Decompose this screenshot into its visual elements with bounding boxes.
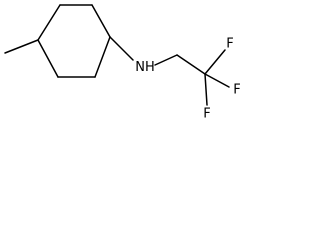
ring-bond-3 [94, 36, 111, 78]
fluorine-label-2: F [233, 83, 240, 98]
carbon-nitrogen-bond [109, 36, 134, 61]
carbon-fluorine-bond-3 [204, 73, 208, 106]
fluorine-label-3: F [203, 107, 210, 122]
nitrogen-hydrogen: H [145, 60, 155, 75]
ring-bond-6 [37, 4, 61, 41]
nitrogen-label: NH [135, 60, 155, 75]
carbon-fluorine-bond-1 [204, 49, 226, 75]
cyclohexane-ring [37, 4, 111, 78]
methyl-bond [4, 39, 39, 54]
methylene-cf3-bond [176, 54, 206, 75]
fluorine-label-1: F [226, 37, 233, 52]
carbon-fluorine-bond-2 [204, 73, 230, 88]
nitrogen-methylene-bond [154, 54, 178, 66]
ring-bond-5 [37, 39, 59, 78]
chemical-structure: NH F F F [4, 4, 241, 122]
ring-bond-2 [91, 4, 111, 38]
nitrogen-symbol: N [135, 60, 145, 75]
